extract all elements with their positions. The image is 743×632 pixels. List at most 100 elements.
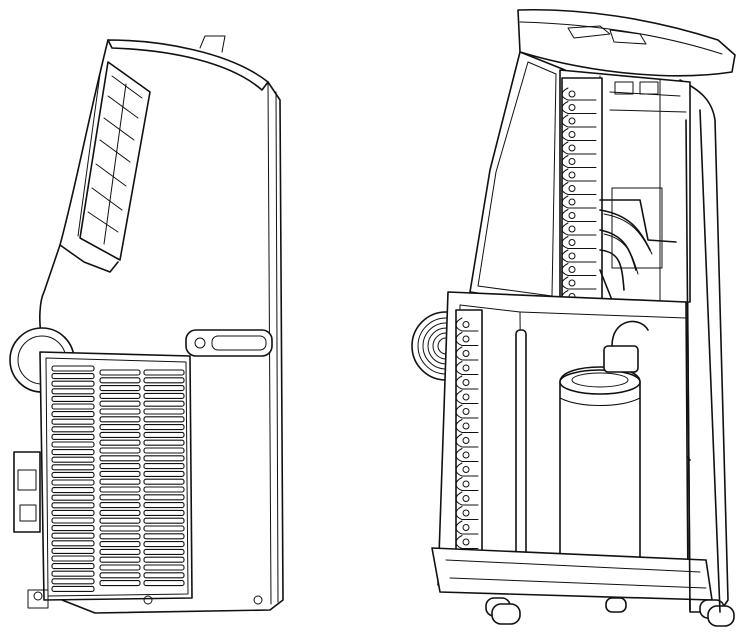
coil-loop (561, 168, 597, 182)
grille-slot (99, 377, 141, 384)
coil-loop (455, 346, 479, 361)
coil-loop (561, 195, 597, 209)
left-unit-illustration (9, 35, 284, 614)
grille-slot (51, 365, 95, 372)
coil-loop (561, 249, 597, 263)
grille-slot (143, 424, 185, 431)
grille-slot (143, 392, 185, 399)
coil-tube (462, 321, 470, 328)
right-upper-front-panel (469, 51, 566, 306)
grille-slot (51, 418, 95, 425)
grille-slot (143, 400, 185, 407)
coil-loop (561, 155, 597, 168)
coil-loop (455, 390, 479, 404)
left-handle-recess (185, 329, 273, 357)
coil-loop (455, 462, 479, 477)
coil-loop (561, 236, 597, 249)
coil-loop (455, 491, 479, 506)
left-screw-2 (253, 595, 263, 605)
grille-slot (99, 580, 141, 587)
grille-slot (143, 572, 185, 579)
coil-loop (561, 87, 597, 101)
coil-loop (455, 477, 479, 491)
coil-loop (561, 101, 597, 114)
grille-slot (143, 369, 185, 376)
grille-slot (99, 564, 141, 571)
grille-slot (99, 447, 141, 454)
coil-tube (462, 422, 470, 430)
coil-tube (568, 144, 576, 152)
grille-slot (143, 541, 185, 548)
grille-slot (99, 486, 141, 493)
left-grille-slots (51, 365, 185, 592)
left-screw-3 (33, 591, 43, 601)
grille-slot (143, 439, 185, 446)
grille-slot (51, 585, 95, 592)
grille-slot (143, 525, 185, 532)
left-side-bracket (13, 451, 41, 533)
grille-slot (99, 572, 141, 579)
coil-loop (455, 520, 479, 535)
coil-tube (462, 350, 470, 357)
grille-slot (143, 494, 185, 501)
grille-slot (51, 532, 95, 539)
coil-loop (455, 535, 479, 549)
grille-slot (99, 478, 141, 485)
coil-tube (462, 495, 470, 502)
coil-loop (455, 404, 479, 419)
grille-slot (99, 548, 141, 555)
grille-slot (143, 548, 185, 555)
grille-slot (143, 580, 185, 587)
coil-loop (455, 375, 479, 390)
coil-loop (561, 141, 597, 155)
coil-loop (455, 448, 479, 462)
grille-slot (99, 439, 141, 446)
coil-loop (455, 506, 479, 520)
grille-slot (143, 463, 185, 470)
coil-tube (462, 379, 470, 386)
grille-slot (51, 403, 95, 410)
grille-slot (143, 478, 185, 485)
coil-loop (561, 182, 597, 195)
grille-slot (99, 369, 141, 376)
grille-slot (99, 470, 141, 477)
grille-slot (143, 533, 185, 540)
coil-tube (462, 408, 470, 415)
coil-tube (462, 437, 470, 444)
grille-slot (143, 377, 185, 384)
grille-slot (51, 373, 95, 380)
grille-slot (51, 426, 95, 433)
left-screw-1 (143, 595, 153, 605)
coil-tube (568, 171, 576, 179)
grille-slot (99, 517, 141, 524)
grille-slot (99, 400, 141, 407)
grille-slot (51, 547, 95, 554)
grille-slot (143, 556, 185, 563)
coil-tube (568, 225, 576, 233)
grille-slot (51, 395, 95, 402)
grille-slot (143, 385, 185, 392)
grille-slot (99, 556, 141, 563)
coil-tube (462, 335, 470, 343)
grille-slot (99, 494, 141, 501)
coil-tube (568, 185, 576, 192)
coil-tube (462, 538, 470, 546)
coil-tube (462, 509, 470, 517)
coil-loop (455, 317, 479, 332)
coil-loop (455, 419, 479, 433)
grille-slot (51, 388, 95, 395)
coil-loop (561, 128, 597, 141)
grille-slot (143, 486, 185, 493)
grille-slot (51, 471, 95, 478)
coil-tube (568, 158, 576, 165)
evaporator-coil-loops (561, 87, 597, 303)
grille-slot (99, 392, 141, 399)
grille-slot (99, 424, 141, 431)
grille-slot (51, 411, 95, 418)
right-caster-wheels (485, 597, 735, 627)
grille-slot (143, 447, 185, 454)
coil-loop (455, 361, 479, 375)
grille-slot (51, 555, 95, 562)
